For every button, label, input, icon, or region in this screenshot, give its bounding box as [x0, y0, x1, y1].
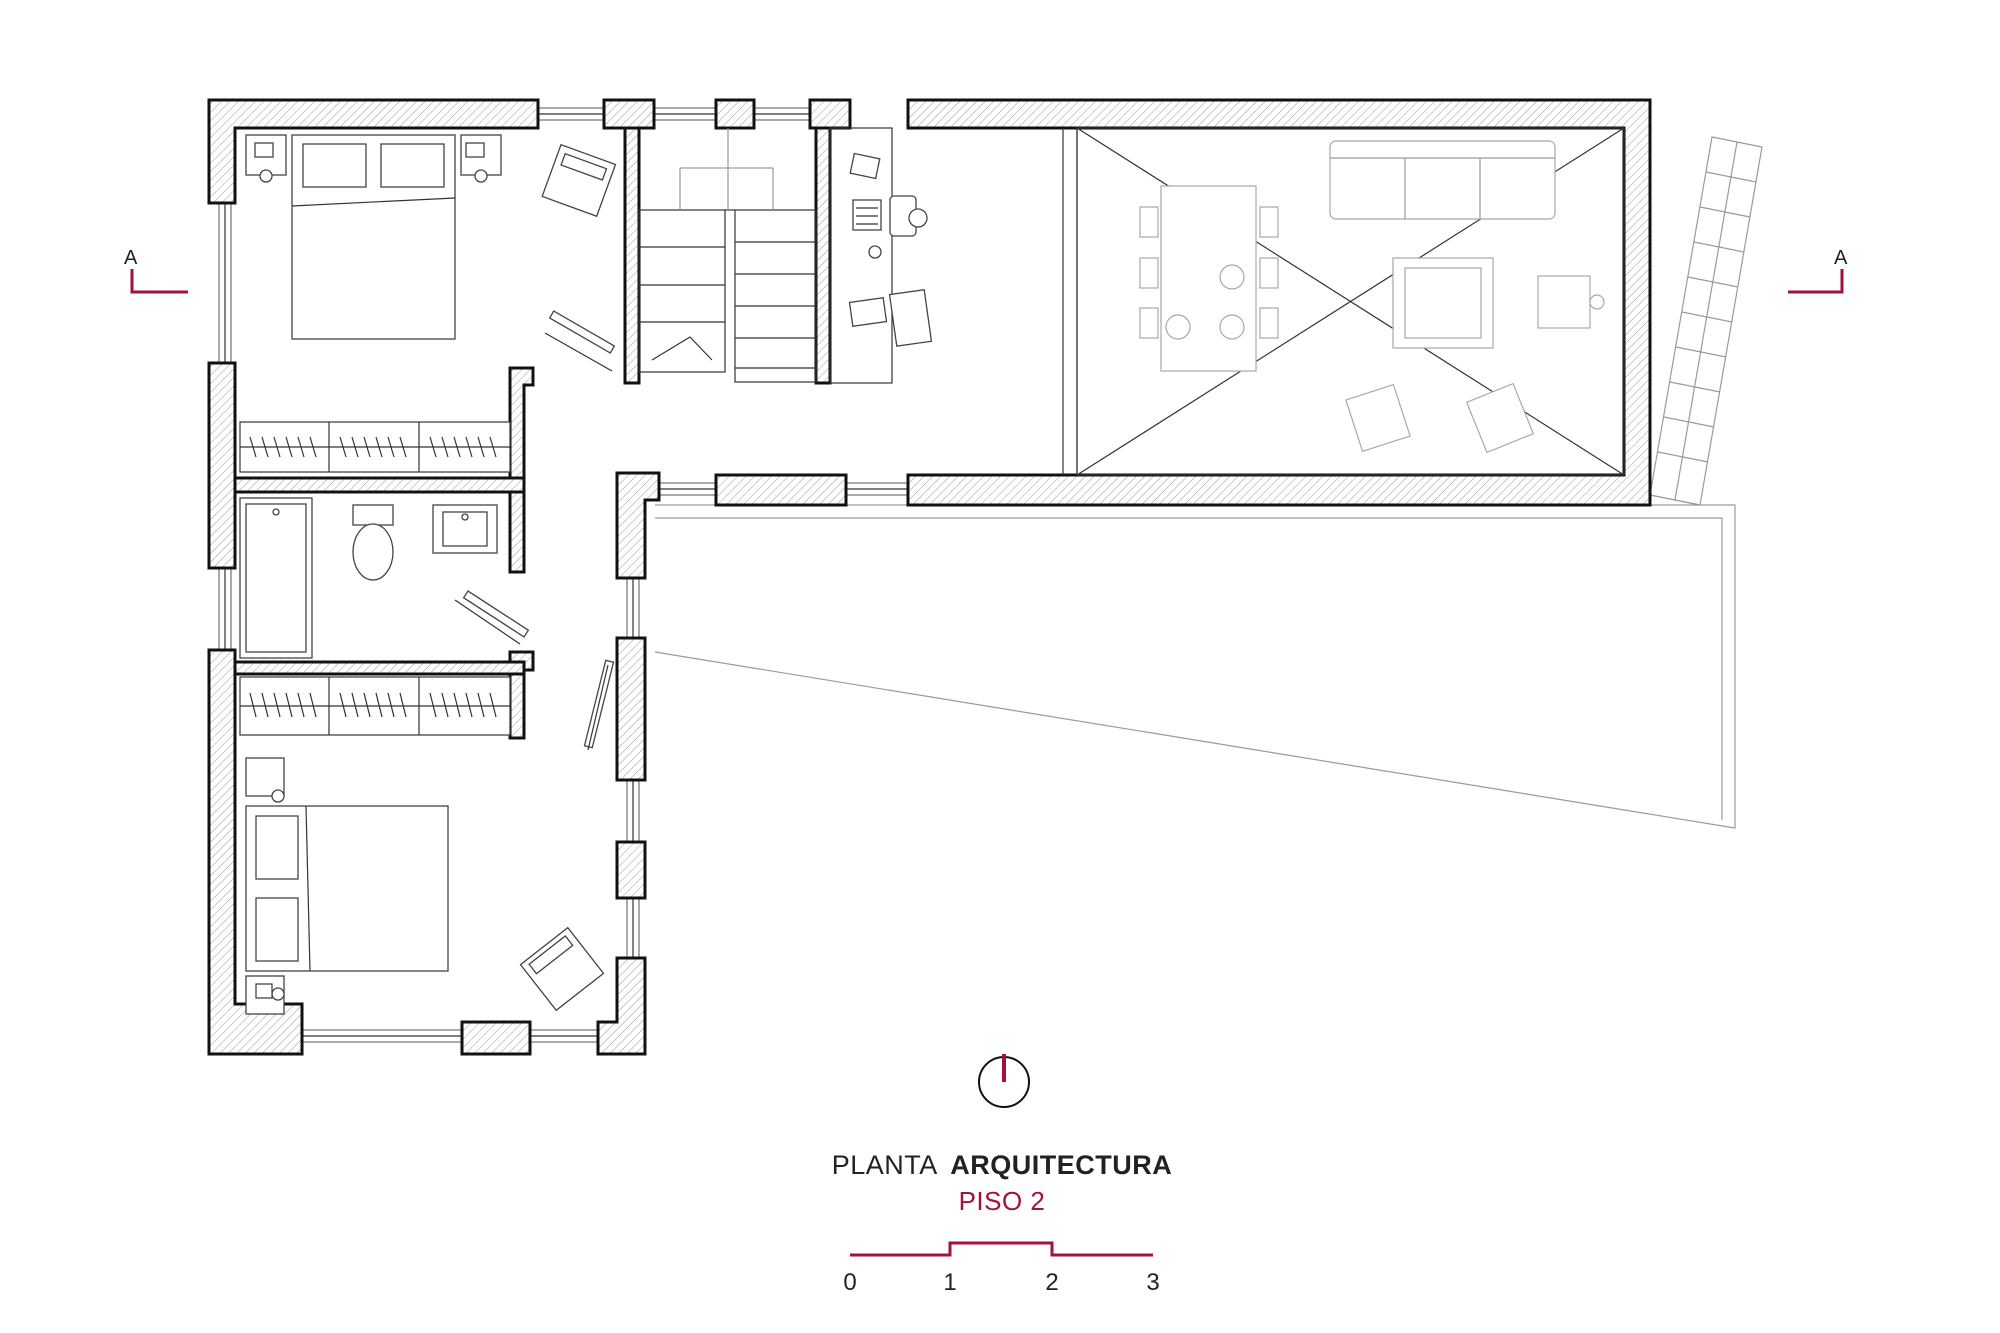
wardrobe-2 — [239, 659, 615, 751]
section-mark-right: A — [1788, 247, 1848, 294]
scale-bar: 0 1 2 3 — [843, 1241, 1160, 1296]
north-arrow-icon — [978, 1054, 1030, 1108]
scale-tick-0: 0 — [843, 1269, 856, 1296]
study-desk — [829, 127, 933, 384]
section-mark-left-label: A — [124, 247, 138, 269]
title-main: ARQUITECTURA — [950, 1150, 1172, 1180]
interior-stair — [638, 128, 817, 383]
scale-tick-2: 2 — [1045, 1269, 1058, 1296]
section-mark-right-label: A — [1834, 247, 1848, 269]
title-prefix: PLANTA — [832, 1150, 938, 1180]
title-subtitle: PISO 2 — [959, 1186, 1046, 1216]
drawing-title: PLANTA ARQUITECTURA PISO 2 — [832, 1150, 1173, 1216]
bathroom-fixtures — [239, 497, 530, 659]
windows — [218, 107, 909, 1043]
double-height-void — [1076, 127, 1625, 476]
section-mark-left: A — [124, 247, 188, 294]
scale-tick-1: 1 — [943, 1269, 956, 1296]
exterior-stair — [1649, 136, 1763, 506]
wardrobe-1 — [239, 421, 511, 473]
bedroom-2-furniture — [245, 757, 605, 1015]
terrace-outline — [654, 504, 1736, 829]
bedroom-1-furniture — [245, 134, 617, 372]
svg-text:PLANTA ARQUITECTURA: PLANTA ARQUITECTURA — [832, 1150, 1173, 1180]
scale-tick-3: 3 — [1146, 1269, 1159, 1296]
